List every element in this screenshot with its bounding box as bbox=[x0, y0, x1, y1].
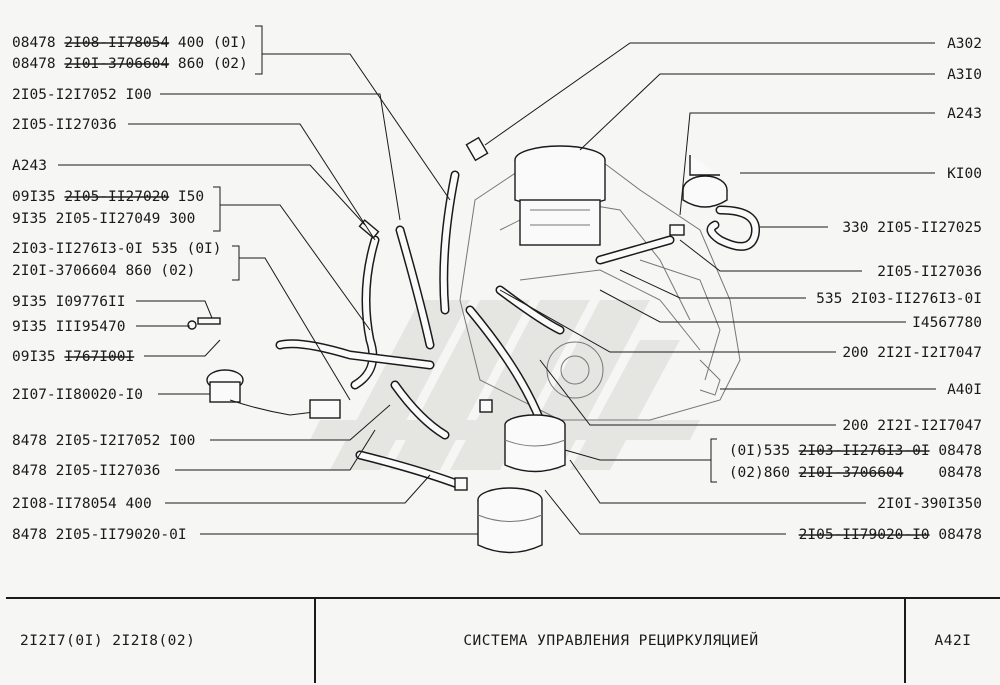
label-left-7: 9I35 2I05-II27049 300 bbox=[12, 211, 195, 227]
label-right-8: I4567780 bbox=[912, 315, 982, 331]
label-left-11: 9I35 III95470 bbox=[12, 319, 126, 335]
label-left-13: 2I07-II80020-I0 bbox=[12, 387, 143, 403]
canister-middle bbox=[504, 414, 566, 473]
labels-left: 08478 2I08-II78054 400 (0I) 08478 2I0I-3… bbox=[12, 35, 248, 543]
solenoid-valve bbox=[206, 369, 341, 419]
label-left-2: 08478 2I0I-3706604 860 (02) bbox=[12, 56, 248, 72]
title-divider-left bbox=[314, 599, 316, 683]
label-right-5: 330 2I05-II27025 bbox=[842, 220, 982, 236]
leader-lines-left bbox=[58, 25, 478, 535]
label-right-14: 2I0I-390I350 bbox=[877, 496, 982, 512]
label-left-17: 8478 2I05-II79020-0I bbox=[12, 527, 187, 543]
label-left-6: 09I35 2I05-II27020 I50 bbox=[12, 189, 204, 205]
leader-lines-right bbox=[484, 42, 936, 535]
diagram-title: СИСТЕМА УПРАВЛЕНИЯ РЕЦИРКУЛЯЦИЕЙ bbox=[463, 633, 759, 649]
label-left-12: 09I35 I767I00I bbox=[12, 349, 134, 365]
label-right-13: (02)860 2I0I-3706604 08478 bbox=[729, 465, 982, 481]
label-right-2: A3I0 bbox=[947, 67, 982, 83]
label-left-10: 9I35 I09776II bbox=[12, 294, 126, 310]
label-left-8: 2I03-II276I3-0I 535 (0I) bbox=[12, 241, 222, 257]
label-left-4: 2I05-II27036 bbox=[12, 117, 117, 133]
label-right-1: A302 bbox=[947, 36, 982, 52]
label-right-9: 200 2I2I-I2I7047 bbox=[842, 345, 982, 361]
label-left-5: A243 bbox=[12, 158, 47, 174]
label-right-10: A40I bbox=[947, 382, 982, 398]
label-left-3: 2I05-I2I7052 I00 bbox=[12, 87, 152, 103]
hoses bbox=[275, 170, 761, 490]
label-left-1: 08478 2I08-II78054 400 (0I) bbox=[12, 35, 248, 51]
label-left-14: 8478 2I05-I2I7052 I00 bbox=[12, 433, 195, 449]
label-left-15: 8478 2I05-II27036 bbox=[12, 463, 160, 479]
label-right-3: A243 bbox=[947, 106, 982, 122]
labels-right: A302 A3I0 A243 KI00 330 2I05-II27025 2I0… bbox=[729, 36, 982, 543]
valve-k100 bbox=[682, 155, 728, 208]
label-left-9: 2I0I-3706604 860 (02) bbox=[12, 263, 195, 279]
label-right-12: (0I)535 2I03-II276I3-0I 08478 bbox=[729, 443, 982, 459]
title-block: 2I2I7(0I) 2I2I8(02) СИСТЕМА УПРАВЛЕНИЯ Р… bbox=[6, 597, 1000, 685]
label-right-11: 200 2I2I-I2I7047 bbox=[842, 418, 982, 434]
sheet-number: A42I bbox=[934, 633, 972, 649]
carburetor bbox=[514, 145, 606, 246]
label-right-4: KI00 bbox=[947, 166, 982, 182]
title-divider-right bbox=[904, 599, 906, 683]
label-left-16: 2I08-II78054 400 bbox=[12, 496, 152, 512]
model-numbers: 2I2I7(0I) 2I2I8(02) bbox=[20, 633, 196, 649]
label-right-7: 535 2I03-II276I3-0I bbox=[816, 291, 982, 307]
canister-bottom bbox=[477, 487, 543, 554]
label-right-6: 2I05-II27036 bbox=[877, 264, 982, 280]
label-right-15: 2I05-II79020-I0 08478 bbox=[799, 527, 982, 543]
